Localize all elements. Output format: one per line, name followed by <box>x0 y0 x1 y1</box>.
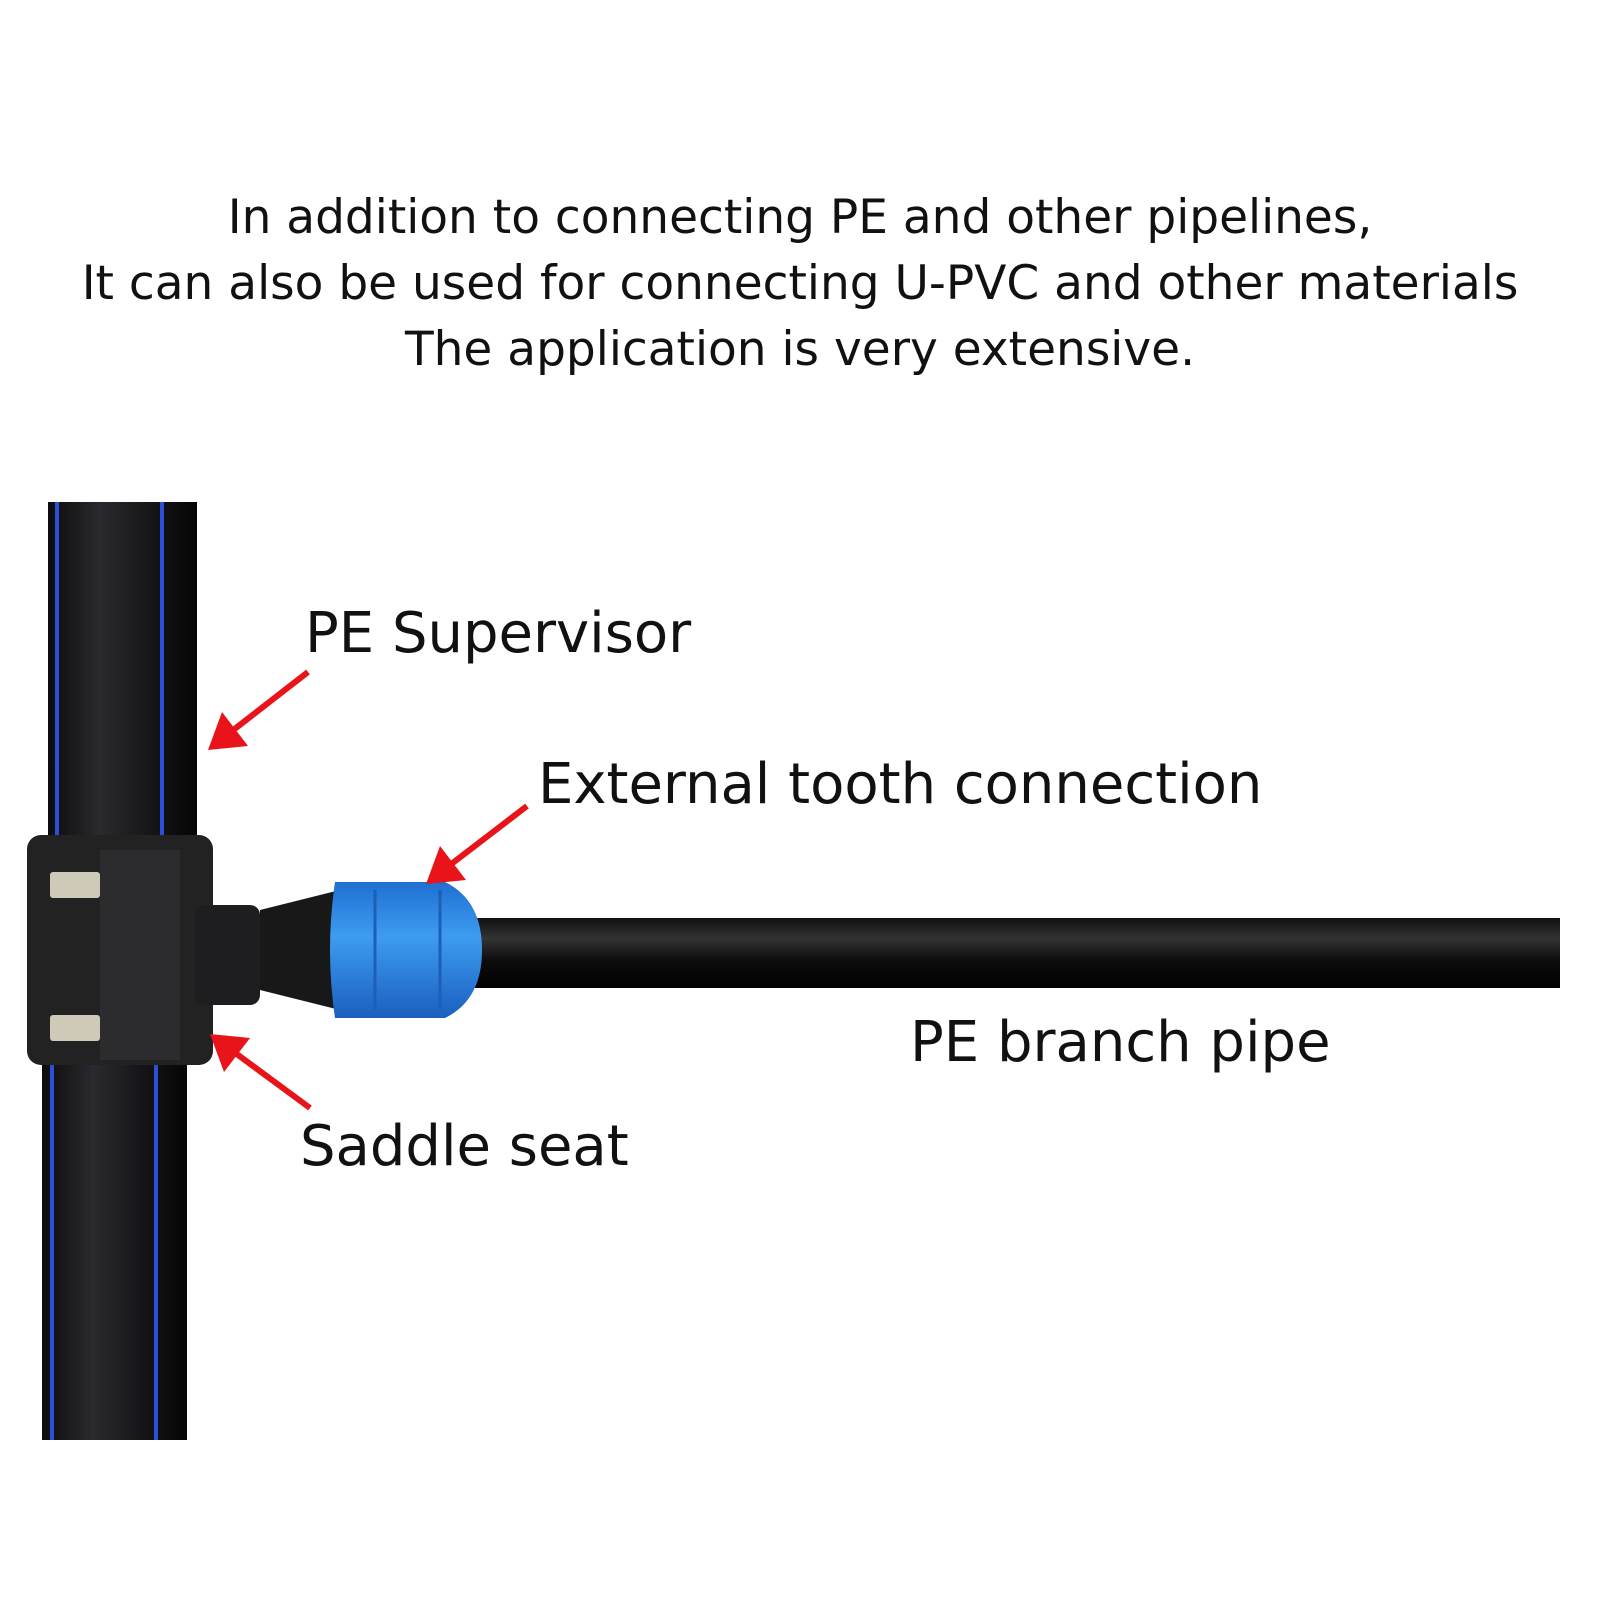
intro-line-1: In addition to connecting PE and other p… <box>227 190 1373 245</box>
arrow-external-tooth <box>426 803 529 884</box>
saddle-seat <box>27 835 340 1065</box>
intro-line-3: The application is very extensive. <box>404 322 1196 377</box>
intro-line-2: It can also be used for connecting U-PVC… <box>81 256 1519 311</box>
branch-pipe <box>470 918 1560 988</box>
label-external-tooth: External tooth connection <box>538 752 1263 817</box>
label-branch-pipe: PE branch pipe <box>910 1010 1331 1075</box>
label-pe-supervisor: PE Supervisor <box>305 601 692 666</box>
intro-text: In addition to connecting PE and other p… <box>0 185 1600 383</box>
main-pipe <box>42 502 197 1440</box>
label-saddle-seat: Saddle seat <box>300 1114 629 1179</box>
arrow-saddle-seat <box>210 1034 312 1111</box>
arrow-pe-supervisor <box>208 669 310 750</box>
blue-compression-cap <box>330 882 482 1018</box>
